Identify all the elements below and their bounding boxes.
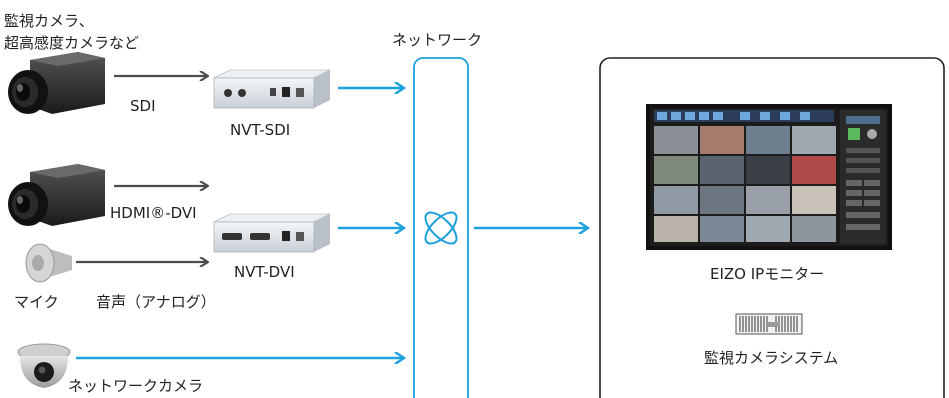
eizo-monitor-label: EIZO IPモニター [710, 265, 825, 283]
sdi-label: SDI [130, 97, 156, 115]
source-heading-line2: 超高感度カメラなど [4, 34, 140, 52]
box-camera-icon [8, 164, 105, 226]
ip-camera-label: ネットワークカメラ [68, 377, 204, 395]
source-heading-line1: 監視カメラ、 [4, 12, 94, 30]
network-label: ネットワーク [392, 31, 483, 49]
box-camera-icon [8, 52, 105, 114]
encoder-box-icon [213, 213, 331, 253]
audio-label: 音声（アナログ） [96, 293, 216, 311]
ip-monitor-icon [646, 104, 892, 250]
server-rack-icon [735, 313, 803, 335]
nvt-sdi-label: NVT-SDI [230, 121, 291, 139]
dome-camera-icon [17, 343, 71, 388]
network-node-icon [424, 211, 458, 245]
mic-label: マイク [14, 293, 59, 311]
surveillance-system-label: 監視カメラシステム [704, 349, 839, 367]
hdmi-dvi-label: HDMI®-DVI [110, 204, 197, 222]
encoder-box-icon [213, 69, 331, 109]
nvt-dvi-label: NVT-DVI [234, 263, 295, 281]
network-pillar [413, 57, 469, 398]
source-heading: 監視カメラ、 超高感度カメラなど [4, 10, 184, 54]
microphone-icon [25, 243, 72, 283]
